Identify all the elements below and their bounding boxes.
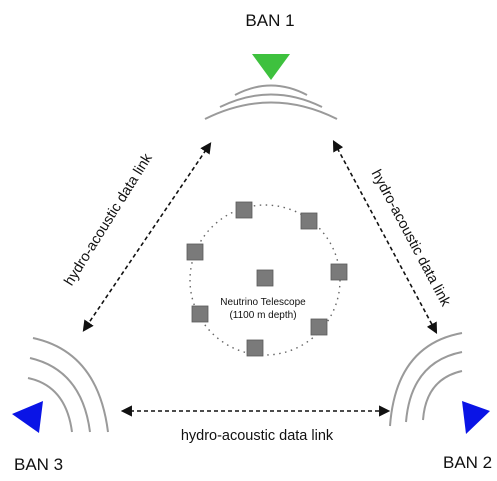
ban1-marker-icon [252, 54, 290, 80]
ban3-signal-arcs-icon [27, 337, 109, 433]
ban3-label: BAN 3 [14, 455, 63, 474]
telescope-depth-label: (1100 m depth) [229, 310, 296, 321]
detector-module [310, 318, 328, 336]
detector-module [330, 263, 348, 281]
detector-module [256, 269, 274, 287]
link-ban1-ban2: hydro-acoustic data link [332, 140, 454, 334]
ban2-label: BAN 2 [443, 453, 492, 472]
link-ban3-ban2: hydro-acoustic data link [120, 405, 391, 444]
ban3-node: BAN 3 [12, 337, 109, 474]
detector-module [191, 305, 209, 323]
detector-module [186, 243, 204, 261]
ban2-marker-icon [462, 401, 490, 434]
link-label-bottom: hydro-acoustic data link [181, 428, 334, 444]
detector-module [235, 201, 253, 219]
ban3-marker-icon [12, 401, 43, 433]
link-label-right: hydro-acoustic data link [368, 167, 454, 310]
link-label-left: hydro-acoustic data link [61, 150, 156, 288]
ban1-node: BAN 1 [204, 11, 338, 120]
ban1-label: BAN 1 [245, 11, 294, 30]
detector-module [246, 339, 264, 357]
detector-module [300, 212, 318, 230]
ban2-signal-arcs-icon [389, 332, 463, 427]
ban1-signal-arcs-icon [204, 84, 338, 120]
telescope-label: Neutrino Telescope [220, 297, 306, 308]
neutrino-telescope: Neutrino Telescope (1100 m depth) [186, 201, 348, 357]
link-ban1-ban3: hydro-acoustic data link [61, 142, 212, 332]
ban2-node: BAN 2 [389, 332, 492, 472]
link-arrow-left [82, 142, 212, 332]
link-arrow-right [332, 140, 438, 334]
